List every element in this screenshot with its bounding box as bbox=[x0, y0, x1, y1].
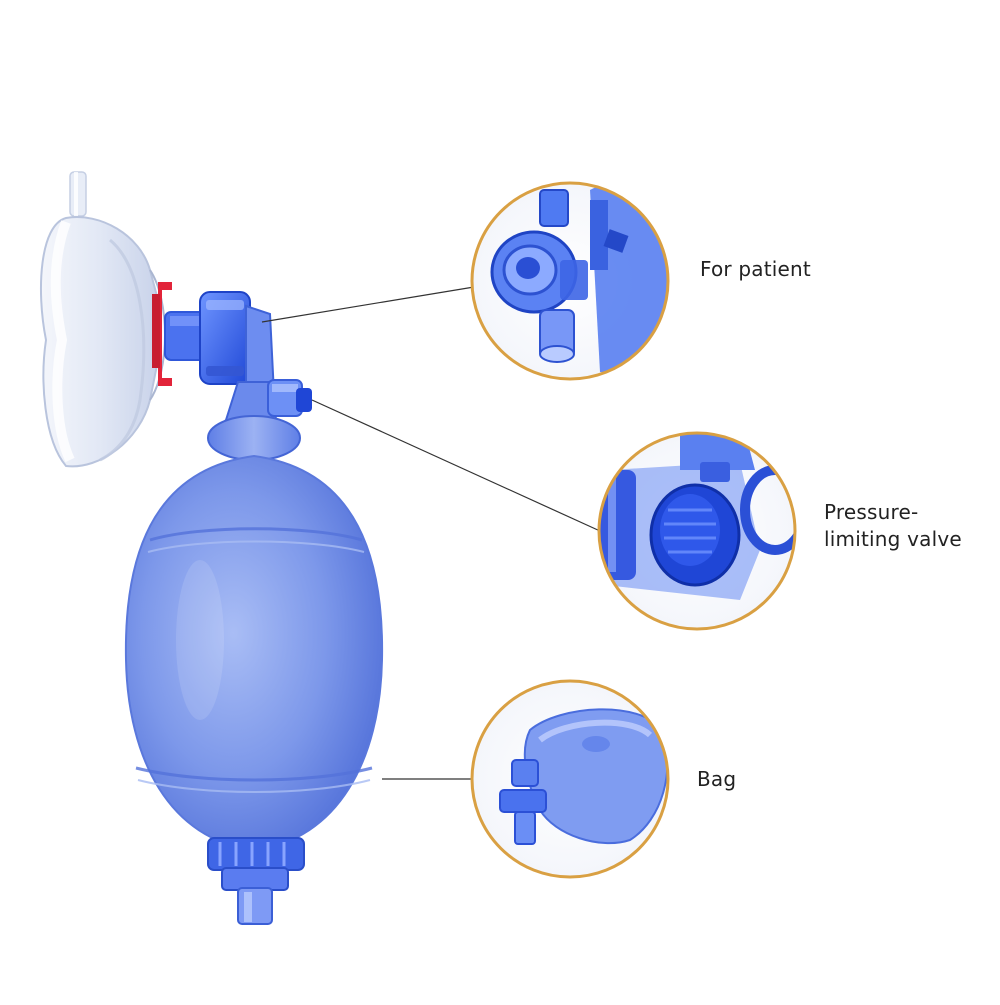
mask-clip bbox=[152, 282, 172, 386]
pressure-limiting-valve-closeup-icon bbox=[597, 431, 797, 631]
label-pressure-limiting-valve: Pressure- limiting valve bbox=[824, 499, 962, 553]
pressure-valve-part bbox=[267, 379, 312, 417]
label-bag-line-1: Bag bbox=[697, 767, 737, 791]
label-bag: Bag bbox=[697, 766, 736, 793]
bag-inlet bbox=[207, 837, 305, 925]
leader-line-patient bbox=[261, 286, 475, 323]
mask-tube bbox=[69, 171, 87, 217]
bag-inlet-closeup-icon bbox=[470, 679, 670, 879]
label-pressure-limiting-valve-line-1: Pressure- bbox=[824, 500, 919, 524]
leader-line-valve bbox=[311, 399, 601, 532]
label-pressure-limiting-valve-line-2: limiting valve bbox=[824, 527, 962, 551]
bag-neck bbox=[207, 381, 301, 461]
leader-lines bbox=[261, 286, 601, 780]
label-for-patient: For patient bbox=[700, 256, 811, 283]
label-for-patient-line-1: For patient bbox=[700, 257, 811, 281]
patient-connector-closeup-icon bbox=[470, 181, 670, 381]
face-mask bbox=[39, 216, 166, 468]
bag-body bbox=[124, 454, 384, 852]
